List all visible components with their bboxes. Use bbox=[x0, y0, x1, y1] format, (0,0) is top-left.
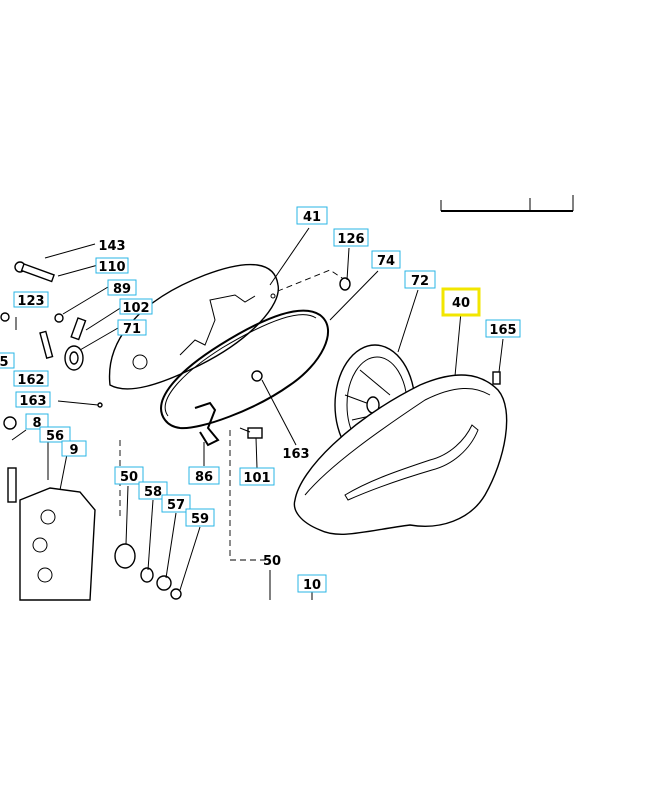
label-72: 72 bbox=[404, 270, 436, 289]
label-163: 163 bbox=[15, 391, 51, 409]
label-123: 123 bbox=[13, 291, 49, 309]
svg-text:59: 59 bbox=[191, 512, 209, 527]
svg-text:126: 126 bbox=[337, 232, 364, 247]
label-126: 126 bbox=[333, 228, 369, 247]
svg-text:86: 86 bbox=[195, 470, 213, 485]
svg-text:143: 143 bbox=[98, 239, 125, 254]
tension-roller-part bbox=[251, 370, 263, 382]
svg-text:41: 41 bbox=[303, 210, 321, 225]
label-58: 58 bbox=[138, 481, 168, 500]
svg-text:40: 40 bbox=[452, 296, 470, 311]
svg-text:101: 101 bbox=[243, 471, 270, 486]
label-9: 9 bbox=[61, 440, 87, 458]
label-40-highlighted: 40 bbox=[441, 287, 481, 317]
drive-belt-part bbox=[160, 309, 330, 430]
label-71: 71 bbox=[117, 319, 147, 337]
left-hardware bbox=[0, 261, 182, 601]
belt-cover-part bbox=[293, 374, 508, 535]
svg-text:58: 58 bbox=[144, 485, 162, 500]
svg-text:74: 74 bbox=[377, 254, 395, 269]
nut-126-part bbox=[339, 277, 351, 291]
screw-165-part bbox=[492, 371, 501, 385]
small-pin-part bbox=[54, 313, 64, 323]
label-163-center: 163 bbox=[282, 447, 309, 462]
svg-text:5: 5 bbox=[0, 355, 9, 370]
svg-text:8: 8 bbox=[32, 416, 41, 431]
gear-part bbox=[156, 575, 172, 591]
label-5: 5 bbox=[0, 352, 15, 370]
key-part bbox=[39, 330, 54, 359]
svg-text:9: 9 bbox=[69, 443, 78, 458]
svg-text:50: 50 bbox=[120, 470, 138, 485]
shaft-bolt-part bbox=[7, 467, 17, 503]
label-50-left: 50 bbox=[114, 466, 144, 485]
label-8: 8 bbox=[25, 413, 49, 431]
label-50-center: 50 bbox=[263, 554, 281, 569]
label-89: 89 bbox=[107, 279, 137, 297]
svg-text:72: 72 bbox=[411, 274, 429, 289]
svg-text:89: 89 bbox=[113, 282, 131, 297]
svg-text:10: 10 bbox=[303, 578, 321, 593]
bearing-part bbox=[114, 543, 136, 569]
label-86: 86 bbox=[188, 466, 220, 485]
label-110: 110 bbox=[95, 257, 129, 275]
label-102: 102 bbox=[119, 298, 153, 316]
svg-text:102: 102 bbox=[122, 301, 149, 316]
svg-text:110: 110 bbox=[98, 260, 125, 275]
label-59: 59 bbox=[185, 508, 215, 527]
label-10: 10 bbox=[297, 574, 327, 593]
label-162: 162 bbox=[13, 370, 49, 388]
label-41: 41 bbox=[296, 206, 328, 225]
label-56: 56 bbox=[39, 426, 71, 444]
label-101: 101 bbox=[239, 467, 275, 486]
label-165: 165 bbox=[485, 319, 521, 338]
label-143: 143 bbox=[98, 239, 125, 254]
pin-part bbox=[70, 317, 87, 341]
svg-text:56: 56 bbox=[46, 429, 64, 444]
leader-lines bbox=[11, 227, 504, 591]
bolt-101-part bbox=[239, 427, 263, 439]
svg-text:165: 165 bbox=[489, 323, 516, 338]
svg-text:162: 162 bbox=[17, 373, 44, 388]
label-57: 57 bbox=[161, 494, 191, 513]
svg-text:50: 50 bbox=[263, 554, 281, 569]
svg-text:163: 163 bbox=[282, 447, 309, 462]
chain-case-part bbox=[19, 487, 96, 601]
svg-text:71: 71 bbox=[123, 322, 141, 337]
spring-part bbox=[194, 401, 220, 447]
svg-text:57: 57 bbox=[167, 498, 185, 513]
bolt-part bbox=[20, 263, 55, 283]
svg-text:123: 123 bbox=[17, 294, 44, 309]
top-right-fragment bbox=[440, 195, 574, 212]
svg-text:163: 163 bbox=[19, 394, 46, 409]
label-74: 74 bbox=[371, 250, 401, 269]
